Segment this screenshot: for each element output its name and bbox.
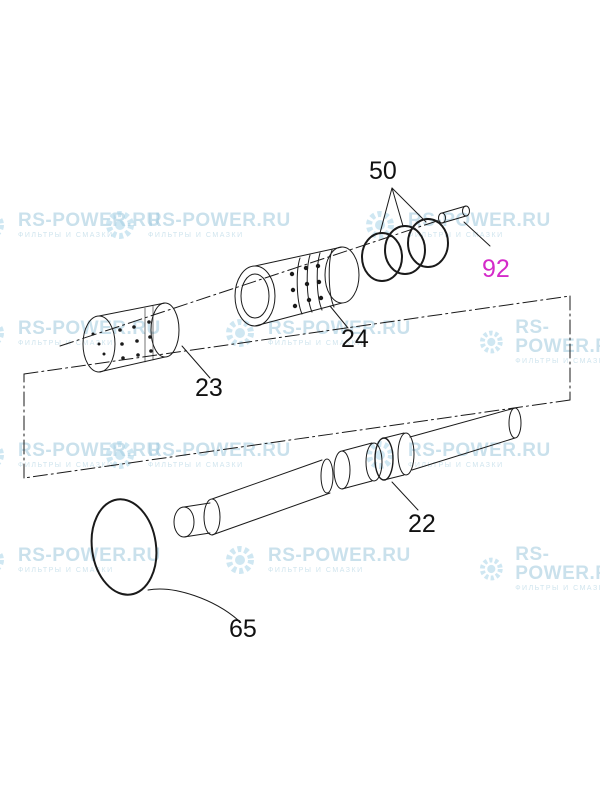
watermark-subtitle: ФИЛЬТРЫ И СМАЗКИ <box>268 340 364 347</box>
watermark-title: RS-POWER.RU <box>268 545 411 566</box>
watermark-subtitle: ФИЛЬТРЫ И СМАЗКИ <box>18 340 114 347</box>
gear-drop-icon <box>226 319 254 347</box>
part-65-large-o-ring <box>90 498 158 596</box>
part-22-shaft <box>173 407 522 538</box>
part-23-sleeve <box>82 302 180 373</box>
callout-24: 24 <box>341 325 369 353</box>
gear-drop-icon <box>0 445 4 465</box>
watermark-subtitle: ФИЛЬТРЫ И СМАЗКИ <box>515 585 600 592</box>
assembly-axis-frame <box>23 295 571 479</box>
callout-50: 50 <box>369 157 397 185</box>
part-50-o-rings <box>361 218 449 282</box>
watermark-title: RS-POWER.RU <box>515 317 600 357</box>
part-92-pin <box>438 205 470 224</box>
watermark-title: RS-POWER.RU <box>18 545 161 566</box>
callout-22: 22 <box>408 510 436 538</box>
watermark-subtitle: ФИЛЬТРЫ И СМАЗКИ <box>148 462 244 469</box>
gear-drop-icon <box>106 441 134 469</box>
callout-65: 65 <box>229 615 257 643</box>
gear-drop-icon <box>0 215 4 235</box>
gear-drop-icon <box>106 211 134 239</box>
watermark-subtitle: ФИЛЬТРЫ И СМАЗКИ <box>408 462 504 469</box>
watermark-title: RS-POWER.RU <box>148 210 291 231</box>
gear-drop-icon <box>366 441 394 469</box>
watermark-subtitle: ФИЛЬТРЫ И СМАЗКИ <box>18 232 114 239</box>
callout-23: 23 <box>195 374 223 402</box>
watermark-subtitle: ФИЛЬТРЫ И СМАЗКИ <box>268 567 364 574</box>
watermark-title: RS-POWER.RU <box>408 210 551 231</box>
gear-drop-icon <box>479 330 503 353</box>
watermark-title: RS-POWER.RU <box>515 544 600 584</box>
upper-axis-line <box>59 219 441 347</box>
watermark-title: RS-POWER.RU <box>408 440 551 461</box>
callout-92: 92 <box>482 255 510 283</box>
watermark-subtitle: ФИЛЬТРЫ И СМАЗКИ <box>408 232 504 239</box>
gear-drop-icon <box>0 323 4 343</box>
watermark-subtitle: ФИЛЬТРЫ И СМАЗКИ <box>18 567 114 574</box>
gear-drop-icon <box>0 550 4 570</box>
gear-drop-icon <box>226 546 254 574</box>
gear-drop-icon <box>479 557 503 580</box>
watermark-subtitle: ФИЛЬТРЫ И СМАЗКИ <box>515 358 600 365</box>
part-24-spool <box>234 246 360 327</box>
leader-lines <box>147 187 491 621</box>
watermark-subtitle: ФИЛЬТРЫ И СМАЗКИ <box>148 232 244 239</box>
watermark-subtitle: ФИЛЬТРЫ И СМАЗКИ <box>18 462 114 469</box>
watermark-title: RS-POWER.RU <box>18 318 161 339</box>
